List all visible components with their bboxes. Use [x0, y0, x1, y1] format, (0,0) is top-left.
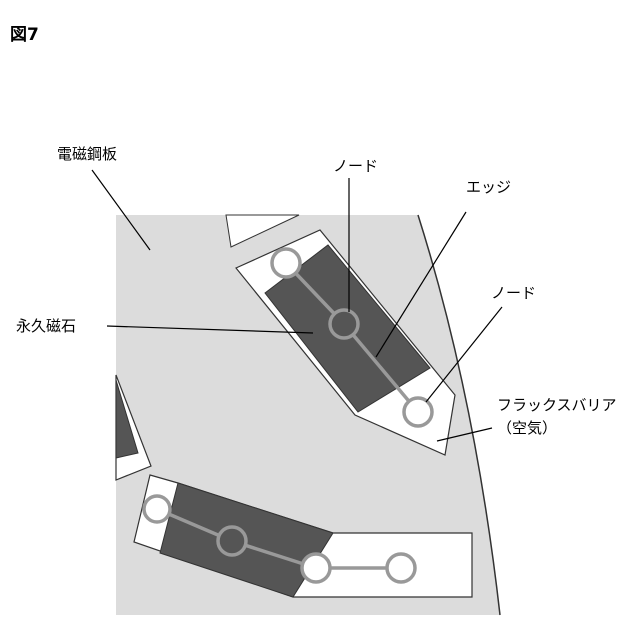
label-flux-barrier: フラックスバリア [497, 396, 617, 414]
graph-node [144, 496, 170, 522]
label-edge: エッジ [466, 178, 511, 196]
graph-node [404, 398, 432, 426]
figure-title: 図7 [10, 25, 39, 45]
label-node-top: ノード [333, 157, 378, 175]
label-node-right: ノード [491, 284, 536, 302]
label-flux-barrier-air: （空気） [497, 419, 557, 437]
label-permanent-magnet: 永久磁石 [16, 317, 76, 335]
graph-node [302, 554, 330, 582]
graph-node [330, 310, 358, 338]
graph-node [218, 527, 246, 555]
graph-node [387, 554, 415, 582]
label-electrical-steel-sheet: 電磁鋼板 [57, 145, 117, 163]
graph-node [272, 249, 300, 277]
